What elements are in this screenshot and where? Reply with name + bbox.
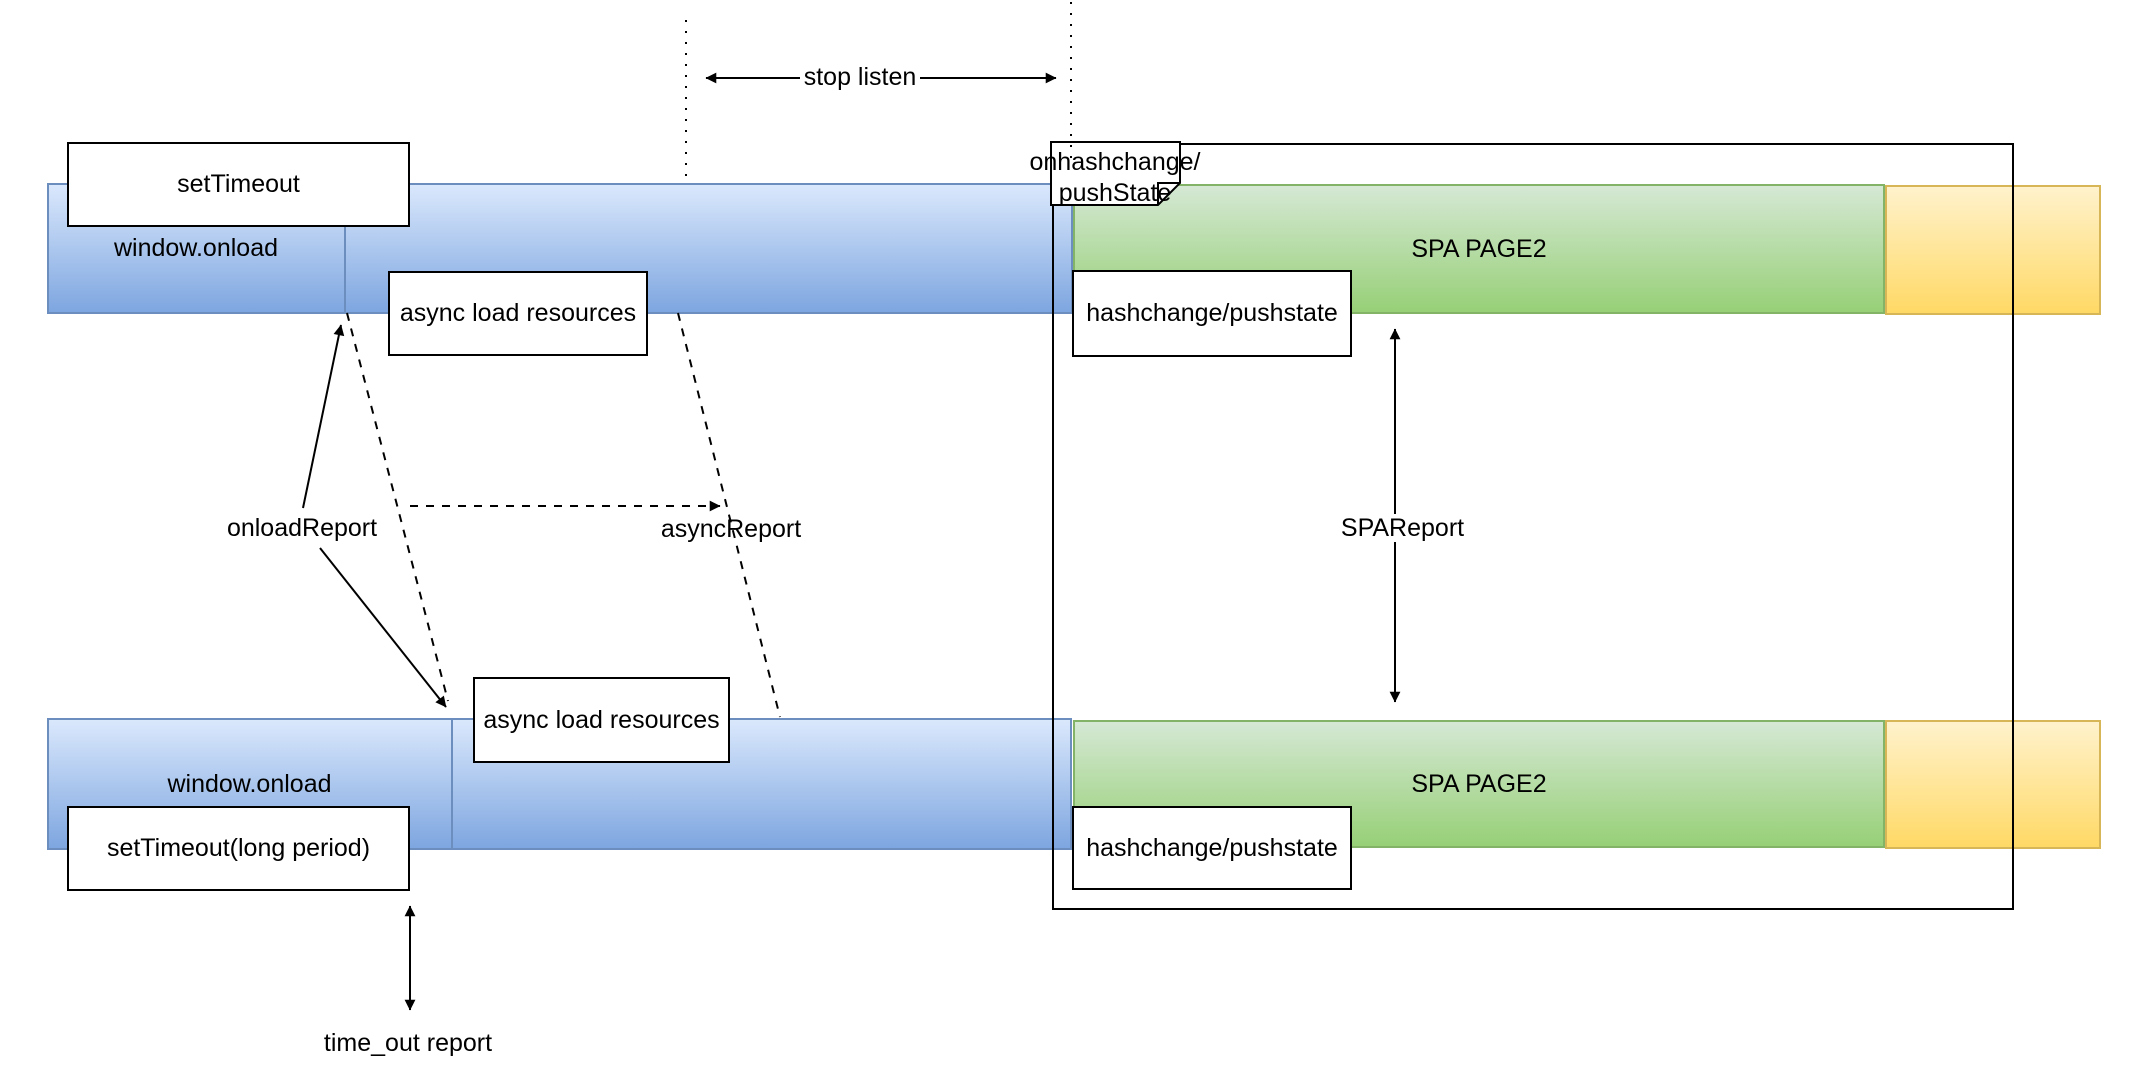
stop-listen-label: stop listen (770, 63, 950, 92)
row2-bar-divider (451, 720, 453, 848)
onhashchange-note-shape (1050, 141, 1181, 206)
onhashchange-note-line2: pushState (1058, 179, 1172, 207)
row2-async-load-box: async load resources (473, 677, 730, 763)
row1-tail-bar (1885, 185, 2101, 315)
async-report-label: asyncReport (660, 515, 802, 543)
async-start-dashed-line (346, 312, 449, 702)
timeout-report-label: time_out report (323, 1029, 493, 1057)
row1-hashchange-box: hashchange/pushstate (1072, 270, 1352, 357)
onload-report-label: onloadReport (226, 514, 378, 542)
onhashchange-note-label: onhashchange/ pushState (1015, 147, 1215, 209)
row1-async-load-box: async load resources (388, 271, 648, 356)
row2-hashchange-box: hashchange/pushstate (1072, 806, 1352, 890)
onload-report-arrow-up (302, 324, 345, 509)
row1-bar-divider (344, 185, 346, 312)
spa-report-label: SPAReport (1325, 514, 1480, 543)
onhashchange-note-line1: onhashchange/ (1029, 148, 1201, 176)
onload-report-arrow-down (319, 547, 447, 708)
spa-listen-region-rect (1052, 143, 2014, 910)
set-timeout-box: setTimeout (67, 142, 410, 227)
set-timeout-long-box: setTimeout(long period) (67, 806, 410, 891)
row2-tail-bar (1885, 720, 2101, 849)
